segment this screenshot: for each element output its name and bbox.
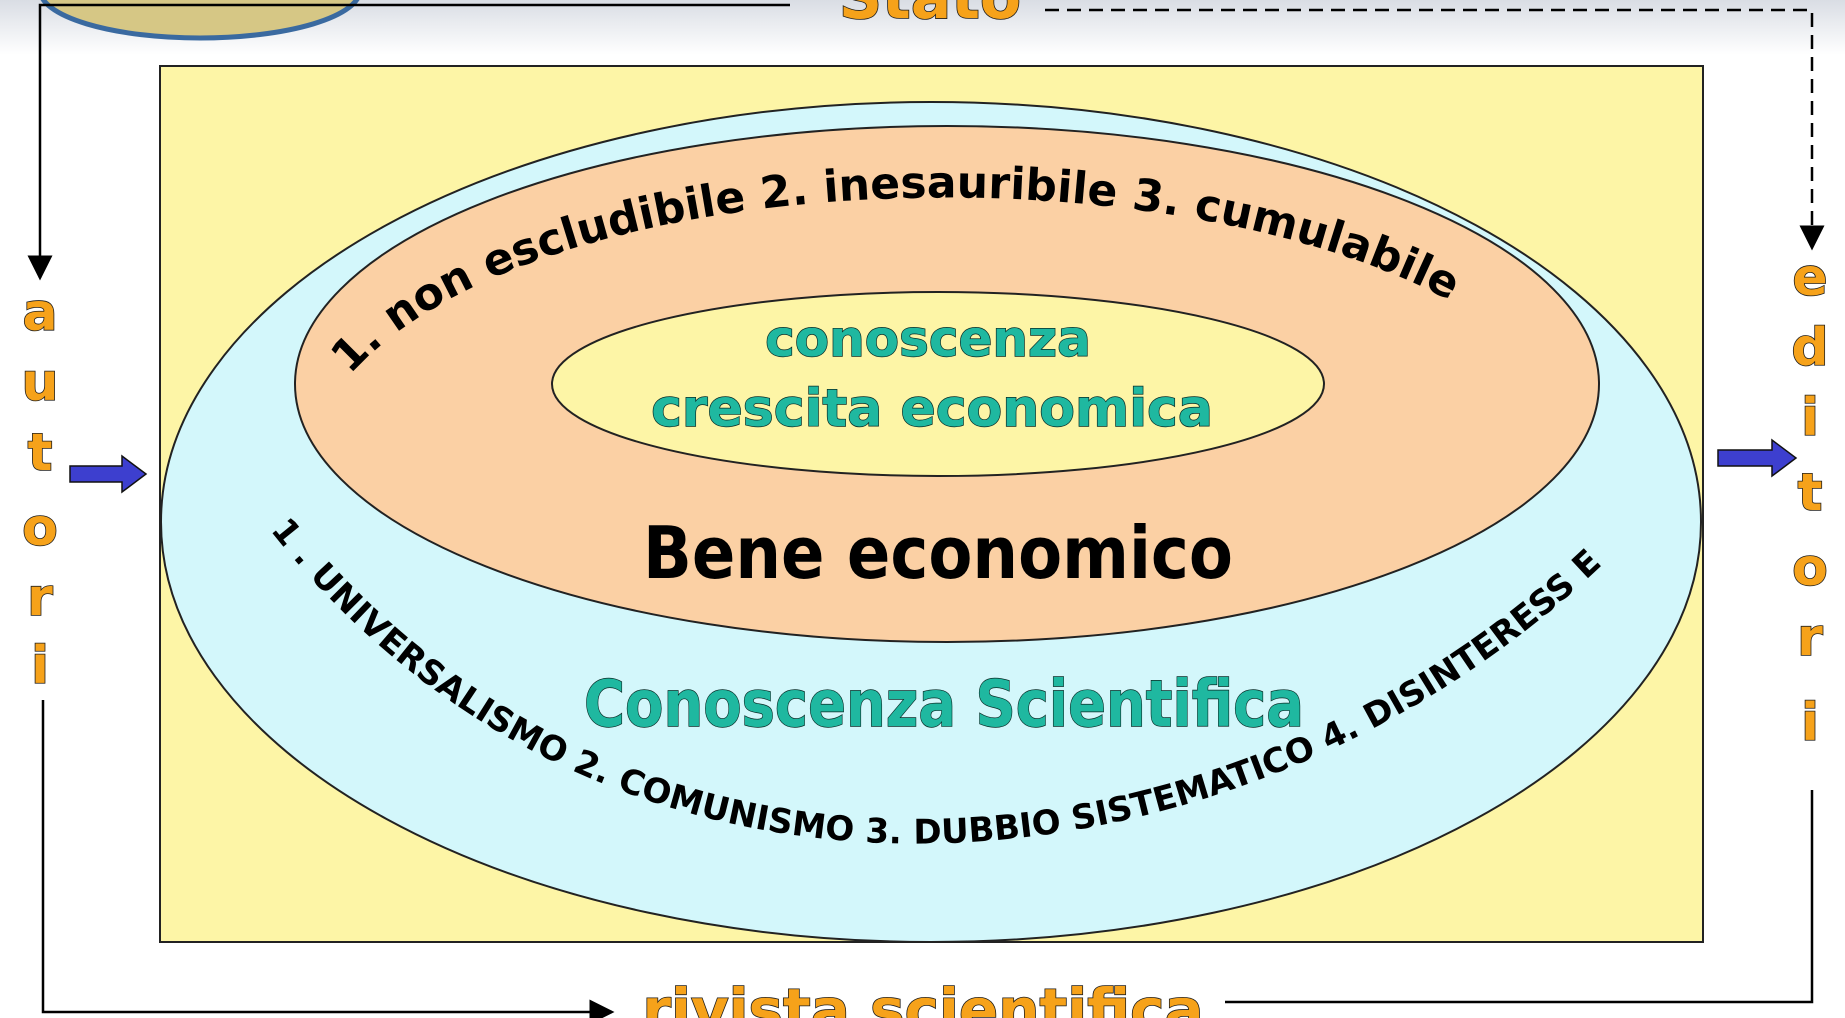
connector-top-left [27,3,790,281]
connector-bottom-right [1225,790,1814,1004]
editors-letter: t [1798,463,1823,523]
logo-fragment [40,0,360,41]
editors-letter: i [1801,388,1819,448]
middle-ring-title: Bene economico [643,511,1233,595]
editors-vertical-label: e d i t o r i [1791,247,1830,754]
editors-letter: e [1792,248,1827,308]
state-label: Stato [839,0,1021,33]
editors-letter: d [1791,318,1828,378]
authors-letter: u [21,353,58,413]
authors-letter: o [22,498,58,558]
journal-label: rivista scientifica [642,976,1203,1018]
connector-bottom-left [41,700,615,1018]
editors-letter: r [1797,608,1823,668]
authors-vertical-label: a u t o r i [21,282,60,697]
center-line-1: conoscenza [765,310,1091,368]
authors-letter: t [28,423,53,483]
authors-letter: i [31,636,49,696]
editors-letter: o [1792,538,1828,598]
editors-letter: i [1801,693,1819,753]
center-line-2: crescita economica [651,379,1213,439]
authors-input-arrow [69,454,148,494]
authors-letter: r [27,568,53,628]
authors-letter: a [22,283,57,343]
inner-ellipse [551,291,1325,477]
outer-ring-title: Conoscenza Scientifica [584,668,1304,742]
editors-input-arrow [1717,438,1798,478]
connector-top-right-dashed [1045,8,1825,251]
